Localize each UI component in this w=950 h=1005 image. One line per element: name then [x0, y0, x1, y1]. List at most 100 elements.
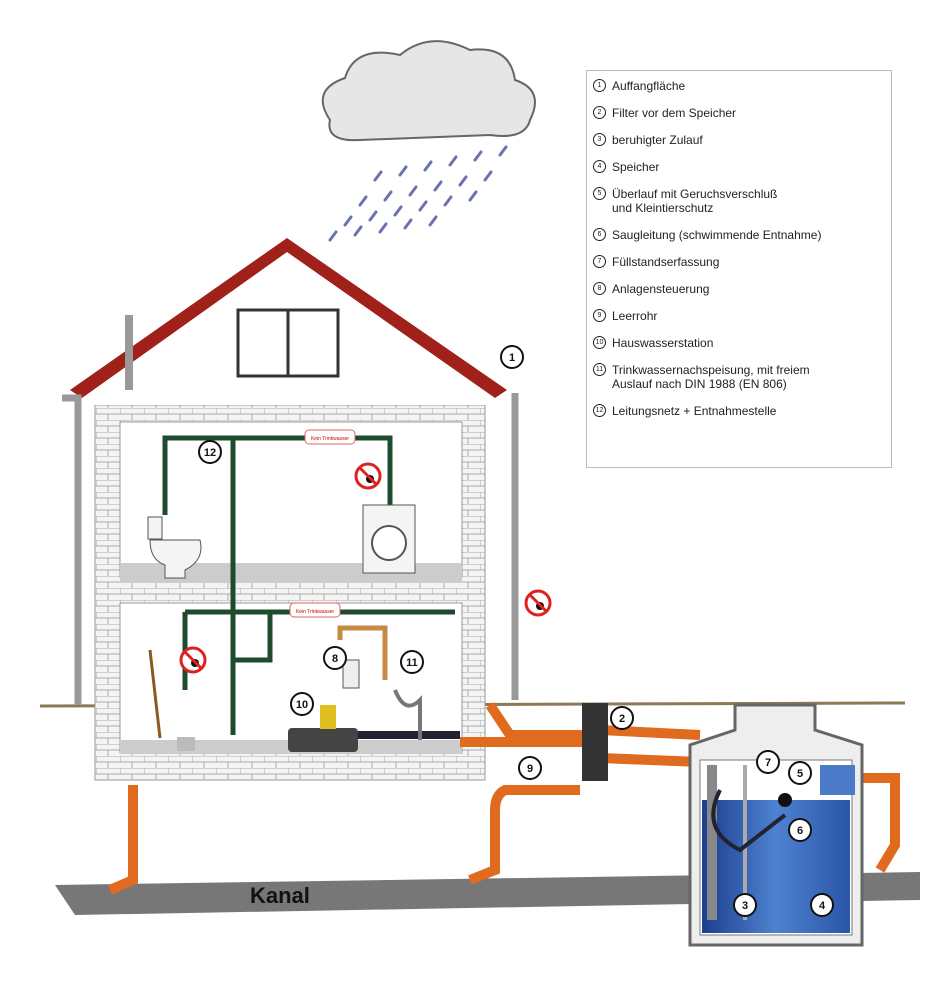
marker-number: 1 [509, 352, 515, 364]
legend-item: 6 Saugleitung (schwimmende Entnahme) [593, 228, 885, 242]
warning-label [289, 602, 341, 618]
rain-drop [383, 190, 393, 202]
legend-number-badge: 3 [593, 133, 606, 146]
legend-item: 12 Leitungsnetz + Entnahmestelle [593, 404, 885, 418]
rain-drop [328, 230, 338, 242]
rain-drop [373, 170, 383, 182]
marker-number: 3 [742, 900, 748, 912]
marker-circle [788, 818, 812, 842]
filter-icon [582, 703, 608, 781]
legend-label: Auffangfläche [612, 79, 686, 93]
legend-number-badge: 7 [593, 255, 606, 268]
marker-number: 4 [819, 900, 826, 912]
marker-circle [400, 650, 424, 674]
rain-drop [483, 170, 493, 182]
legend-number-badge: 5 [593, 187, 606, 200]
marker-circle [290, 692, 314, 716]
legend-number-badge: 6 [593, 228, 606, 241]
rainwater-pipes [460, 702, 900, 885]
legend-label: Überlauf mit Geruchsverschluß und Kleint… [612, 187, 778, 215]
rain-drop [378, 222, 388, 234]
legend-number-badge: 10 [593, 336, 606, 349]
legend-item: 5 Überlauf mit Geruchsverschluß und Klein… [593, 187, 885, 215]
rain-drop [468, 190, 478, 202]
legend-label: Füllstandserfassung [612, 255, 720, 269]
house: Kein Trinkwasser Kein Trinkwasser [62, 238, 552, 895]
rain-drop [408, 185, 418, 197]
legend-label: Hauswasserstation [612, 336, 714, 350]
marker-number: 12 [204, 447, 216, 459]
legend-item: 11 Trinkwassernachspeisung, mit freiem Au… [593, 363, 885, 391]
marker-number: 10 [296, 699, 308, 711]
broom-icon [148, 649, 162, 739]
lower-floor [119, 602, 463, 754]
marker-circle [610, 706, 634, 730]
marker-number: 2 [619, 713, 625, 725]
rain-drop [393, 205, 403, 217]
legend-label: Leerrohr [612, 309, 658, 323]
legend-label: Trinkwassernachspeisung, mit freiem Ausl… [612, 363, 810, 391]
legend-item: 8 Anlagensteuerung [593, 282, 885, 296]
rain-drop [343, 215, 353, 227]
legend-label: Leitungsnetz + Entnahmestelle [612, 404, 777, 418]
marker-number: 7 [765, 757, 771, 769]
marker-number: 6 [797, 825, 803, 837]
warning-label-text: Kein Trinkwasser [296, 609, 334, 615]
rain-drop [458, 175, 468, 187]
rain-drop [433, 180, 443, 192]
pump-icon [288, 728, 358, 752]
kanal-label: Kanal [250, 883, 310, 908]
rain-drop [368, 210, 378, 222]
warning-label-text: Kein Trinkwasser [311, 436, 349, 442]
rain-drop [398, 165, 408, 177]
cistern-tank [688, 703, 864, 947]
rain-drop [353, 225, 363, 237]
marker-circle [756, 750, 780, 774]
legend-number-badge: 1 [593, 79, 606, 92]
rain-drop [423, 160, 433, 172]
legend-label: Filter vor dem Speicher [612, 106, 737, 120]
no-drinking-water-icon [524, 589, 552, 617]
rain-drop [403, 218, 413, 230]
marker-circle [733, 893, 757, 917]
toilet-icon [149, 539, 202, 579]
marker-circle [500, 345, 524, 369]
legend-number-badge: 2 [593, 106, 606, 119]
legend-number-badge: 9 [593, 309, 606, 322]
legend-label: Speicher [612, 160, 660, 174]
bucket-icon [177, 737, 195, 751]
legend-label: Anlagensteuerung [612, 282, 710, 296]
legend-label: Saugleitung (schwimmende Entnahme) [612, 228, 822, 242]
legend-number-badge: 11 [593, 363, 606, 376]
rain-drop [473, 150, 483, 162]
controller-icon [342, 659, 360, 689]
legend-label: beruhigter Zulauf [612, 133, 703, 147]
marker-circle [810, 893, 834, 917]
marker-number: 9 [527, 763, 533, 775]
legend-item: 2 Filter vor dem Speicher [593, 106, 885, 120]
rain-drop [498, 145, 508, 157]
no-drinking-water-icon [354, 462, 382, 490]
marker-number: 8 [332, 653, 338, 665]
rain-drop [358, 195, 368, 207]
marker-number: 11 [406, 657, 418, 669]
marker-number: 5 [797, 768, 803, 780]
cloud-icon [321, 40, 536, 142]
marker-circle [788, 761, 812, 785]
legend-item: 7 Füllstandserfassung [593, 255, 885, 269]
marker-circle [323, 646, 347, 670]
marker-circle [198, 440, 222, 464]
rain-drop [428, 215, 438, 227]
no-drinking-water-icon [179, 646, 207, 674]
legend-item: 10 Hauswasserstation [593, 336, 885, 350]
legend-number-badge: 8 [593, 282, 606, 295]
marker-circle [518, 756, 542, 780]
rain-drop [418, 200, 428, 212]
legend-item: 3 beruhigter Zulauf [593, 133, 885, 147]
warning-label [304, 429, 356, 445]
legend-item: 1 Auffangfläche [593, 79, 885, 93]
rain-drops [328, 145, 508, 242]
legend-number-badge: 12 [593, 404, 606, 417]
